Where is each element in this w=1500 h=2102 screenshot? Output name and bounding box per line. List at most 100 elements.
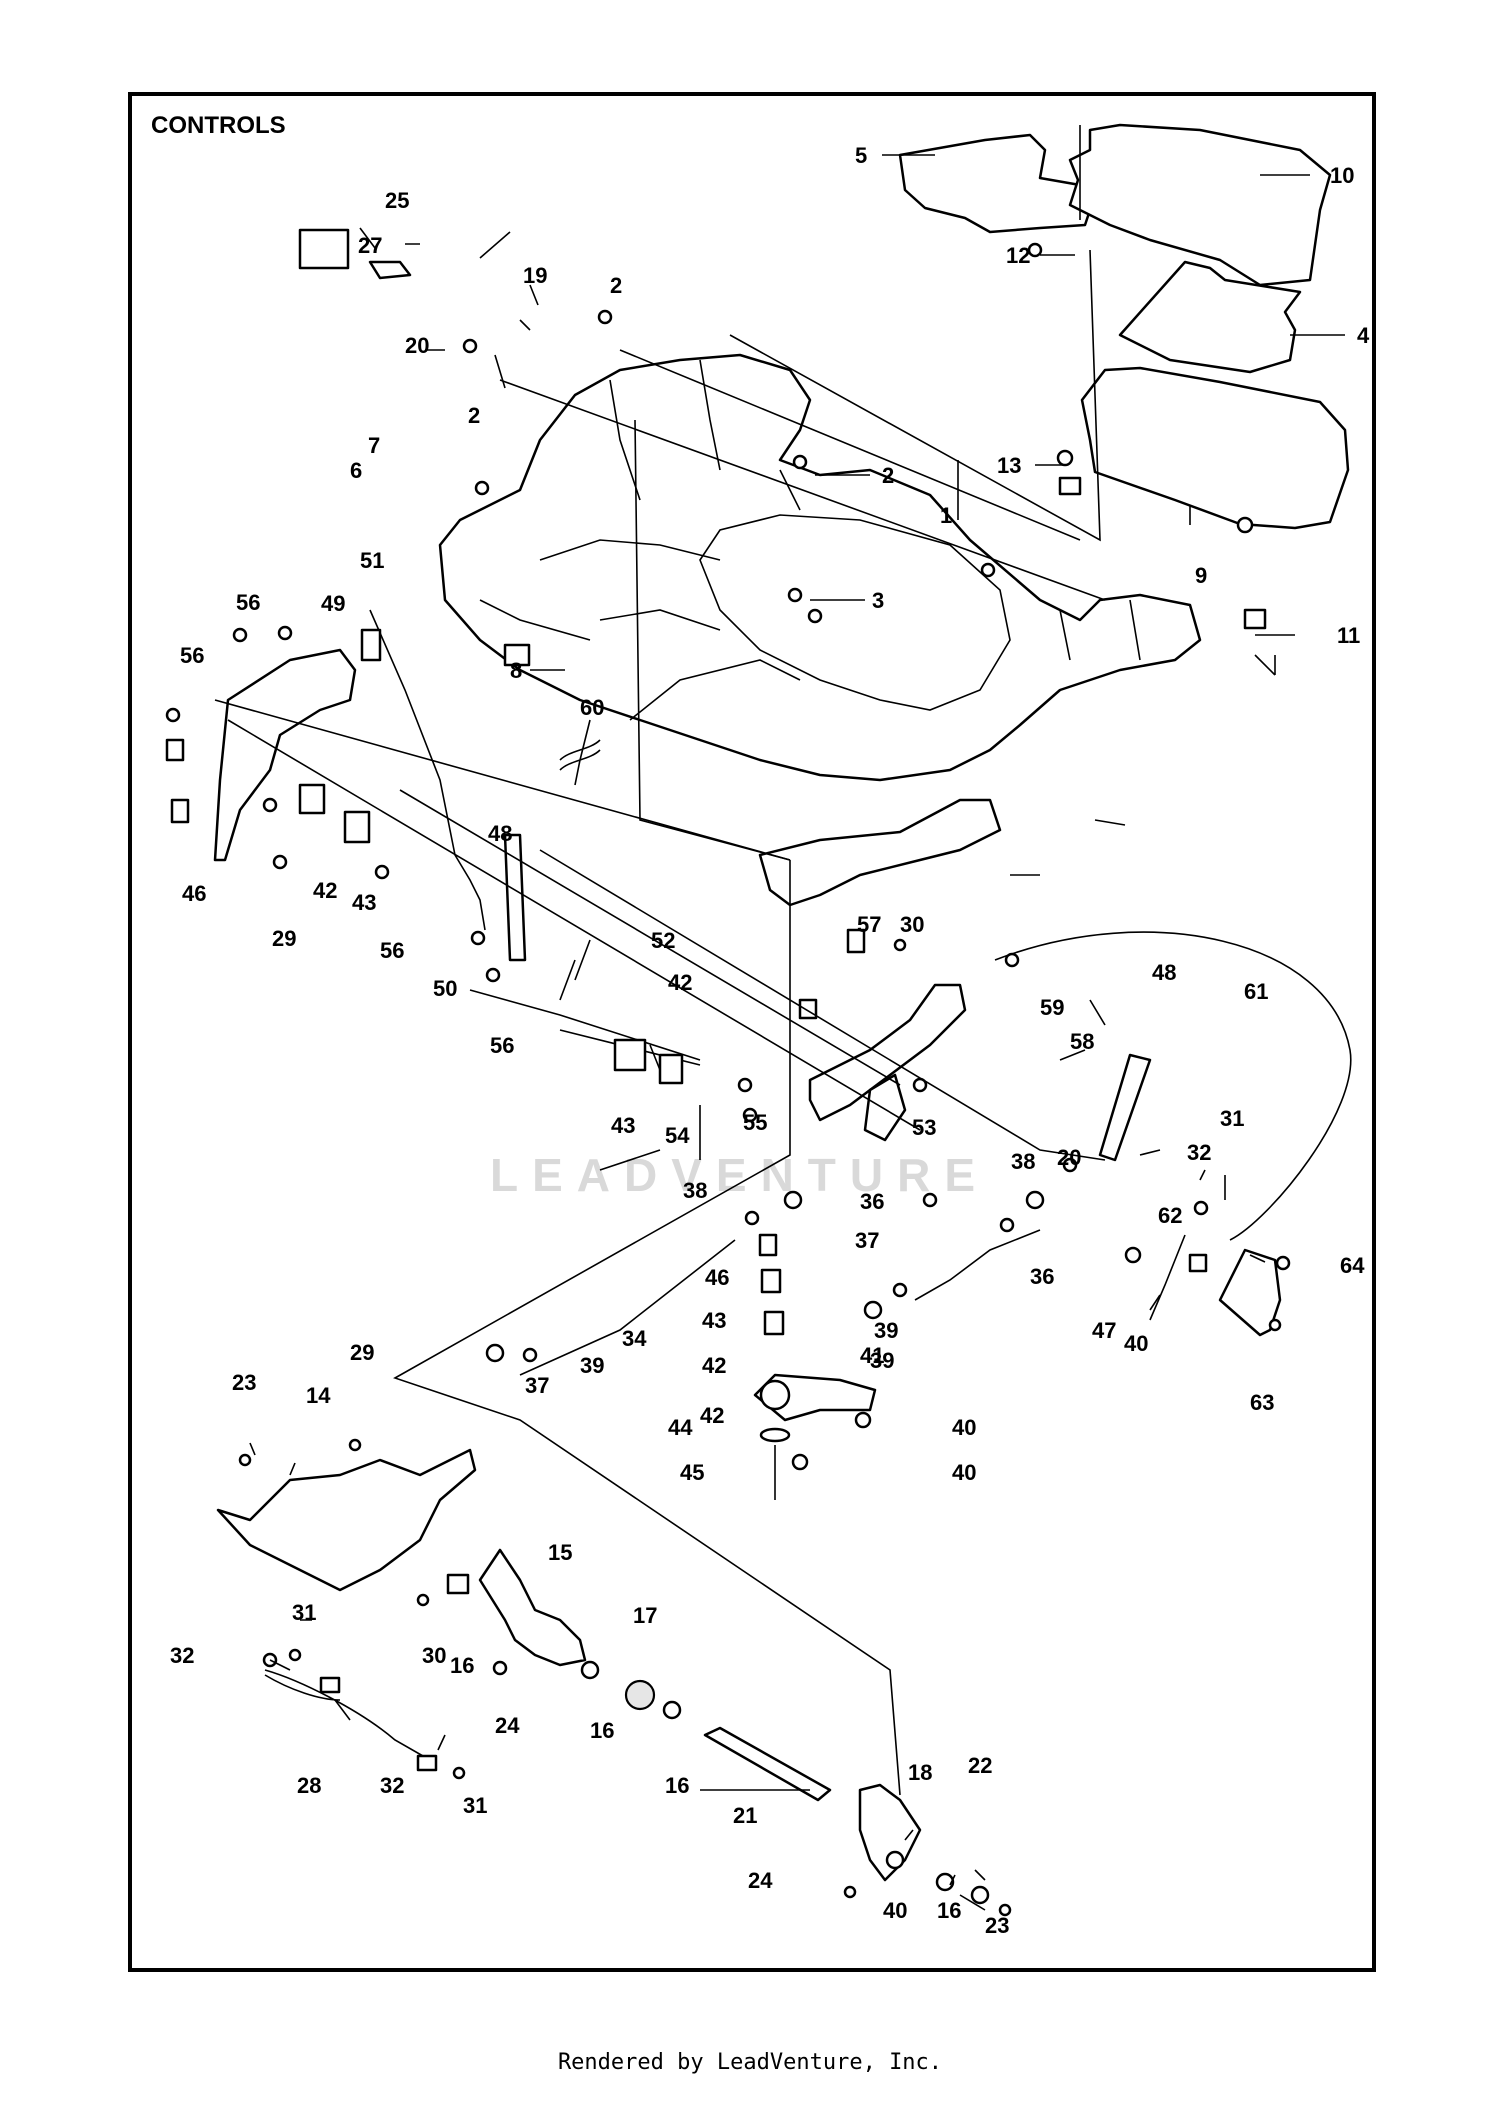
- diagram-title: CONTROLS: [151, 112, 286, 139]
- callout-16: 16: [590, 1718, 614, 1743]
- callout-16: 16: [937, 1898, 961, 1923]
- callout-20: 20: [1057, 1145, 1081, 1170]
- callout-1: 1: [940, 503, 952, 528]
- part-seat-opening: [699, 514, 1011, 711]
- callout-48: 48: [1152, 960, 1176, 985]
- callout-18: 18: [908, 1760, 932, 1785]
- callout-22: 22: [968, 1753, 992, 1778]
- part-bracket-59: [808, 983, 967, 1122]
- callout-leaders: [249, 154, 1345, 1911]
- callout-27: 27: [358, 233, 382, 258]
- part-rod-21: [703, 1726, 832, 1802]
- callout-46: 46: [705, 1265, 729, 1290]
- part-shock-48-right: [1098, 1053, 1152, 1162]
- callout-61: 61: [1244, 979, 1268, 1004]
- callout-53: 53: [912, 1115, 936, 1140]
- callout-34: 34: [622, 1326, 647, 1351]
- callout-50: 50: [433, 976, 457, 1001]
- callout-41: 41: [860, 1343, 884, 1368]
- callout-57: 57: [857, 912, 881, 937]
- callout-21: 21: [733, 1803, 757, 1828]
- part-bracket-33: [758, 798, 1002, 907]
- part-rod-34: [519, 1239, 736, 1376]
- footer-credit: Rendered by LeadVenture, Inc.: [557, 2050, 943, 2075]
- callout-24: 24: [495, 1713, 520, 1738]
- callout-43: 43: [352, 890, 376, 915]
- part-spring-62: [1149, 1234, 1186, 1321]
- callout-39: 39: [874, 1318, 898, 1343]
- callout-6: 6: [350, 458, 362, 483]
- callout-2: 2: [468, 403, 480, 428]
- callout-48: 48: [488, 821, 512, 846]
- callout-45: 45: [680, 1460, 704, 1485]
- callout-29: 29: [272, 926, 296, 951]
- part-mat-5: [898, 133, 1092, 234]
- callout-11: 11: [1337, 623, 1360, 648]
- part-spring-17: [624, 1679, 656, 1711]
- callout-42: 42: [668, 970, 692, 995]
- part-cable-28: [264, 1669, 431, 1761]
- part-cable-61: [994, 931, 1352, 1241]
- callout-36: 36: [860, 1189, 884, 1214]
- callout-16: 16: [665, 1773, 689, 1798]
- callout-32: 32: [170, 1643, 194, 1668]
- callout-29: 29: [350, 1340, 374, 1365]
- callout-60: 60: [580, 695, 604, 720]
- callout-25: 25: [385, 188, 409, 213]
- callout-24: 24: [748, 1868, 773, 1893]
- callout-38: 38: [1011, 1149, 1035, 1174]
- callout-52: 52: [651, 928, 675, 953]
- callout-10: 10: [1330, 163, 1354, 188]
- callout-38: 38: [683, 1178, 707, 1203]
- callout-36: 36: [1030, 1264, 1054, 1289]
- callout-30: 30: [900, 912, 924, 937]
- callout-31: 31: [463, 1793, 487, 1818]
- callout-59: 59: [1040, 995, 1064, 1020]
- part-mat-4: [1118, 260, 1302, 374]
- part-bracket-14: [216, 1448, 477, 1592]
- callout-31: 31: [1220, 1106, 1244, 1131]
- part-mat-10: [1068, 123, 1332, 287]
- callout-40: 40: [952, 1415, 976, 1440]
- watermark-text: LEADVENTURE: [490, 1149, 990, 1201]
- part-bracket-49: [213, 648, 357, 862]
- callout-39: 39: [870, 1348, 894, 1373]
- callout-42: 42: [702, 1353, 726, 1378]
- callout-19: 19: [523, 263, 547, 288]
- callout-32: 32: [1187, 1140, 1211, 1165]
- callout-46: 46: [182, 881, 206, 906]
- callout-4: 4: [1357, 323, 1370, 348]
- diagram-frame: [128, 92, 1376, 1972]
- part-lever-18: [858, 1783, 922, 1882]
- callout-58: 58: [1070, 1029, 1094, 1054]
- callout-64: 64: [1340, 1253, 1365, 1278]
- callout-15: 15: [548, 1540, 572, 1565]
- callout-56: 56: [490, 1033, 514, 1058]
- part-rod-35: [914, 1229, 1041, 1301]
- callout-23: 23: [232, 1370, 256, 1395]
- callout-43: 43: [611, 1113, 635, 1138]
- callout-62: 62: [1158, 1203, 1182, 1228]
- part-shock-48-left: [503, 833, 527, 962]
- callout-40: 40: [952, 1460, 976, 1485]
- callout-42: 42: [313, 878, 337, 903]
- callout-32: 32: [380, 1773, 404, 1798]
- callout-56: 56: [380, 938, 404, 963]
- callout-56: 56: [236, 590, 260, 615]
- callout-54: 54: [665, 1123, 690, 1148]
- callout-37: 37: [855, 1228, 879, 1253]
- part-drawings: [165, 123, 1352, 1917]
- callout-16: 16: [450, 1653, 474, 1678]
- callout-31: 31: [292, 1600, 316, 1625]
- callout-51: 51: [360, 548, 384, 573]
- callout-43: 43: [702, 1308, 726, 1333]
- callout-2: 2: [610, 273, 622, 298]
- callout-3: 3: [872, 588, 884, 613]
- callout-7: 7: [368, 433, 380, 458]
- callout-30: 30: [422, 1643, 446, 1668]
- part-seat-body-1: [438, 353, 1202, 782]
- callout-14: 14: [306, 1383, 331, 1408]
- part-handle-51: [360, 628, 382, 662]
- callout-5: 5: [855, 143, 867, 168]
